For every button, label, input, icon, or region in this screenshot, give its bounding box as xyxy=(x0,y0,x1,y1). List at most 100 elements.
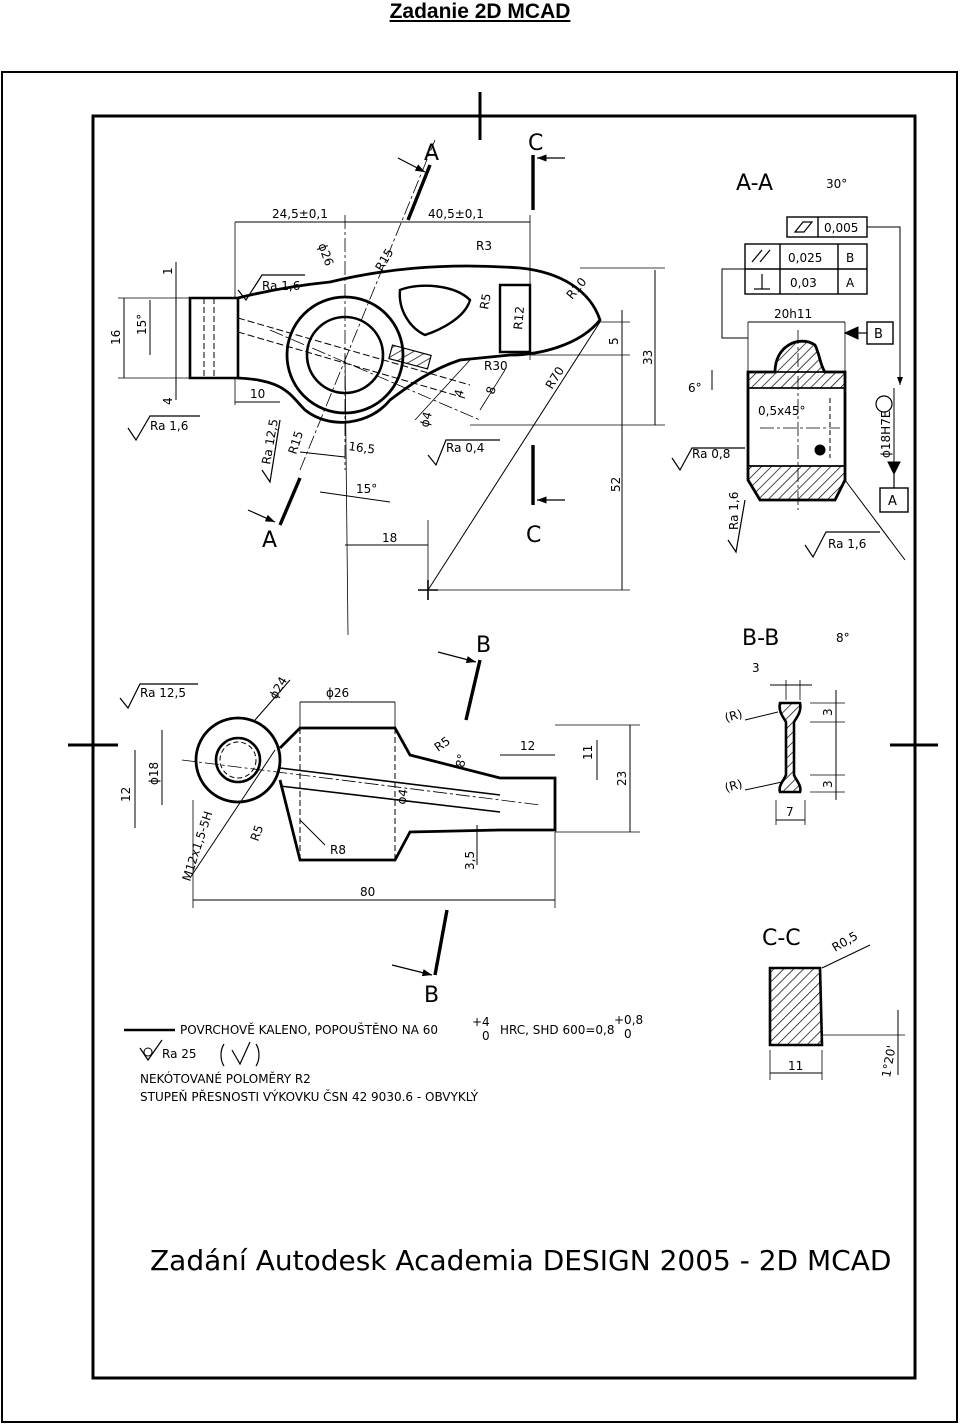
section-bb-labels: B-B 8° 3 3 3 7 (R) (R) xyxy=(723,626,849,819)
tol-perp-ref: A xyxy=(846,276,855,290)
section-aa xyxy=(671,216,909,561)
dim-bb-r1: (R) xyxy=(723,707,744,725)
dim-80: 80 xyxy=(360,885,375,899)
tol-perp: 0,03 xyxy=(790,276,817,290)
roughness-ra04: Ra 0,4 xyxy=(446,441,484,455)
note-radii: NEKÓTOVANÉ POLOMĚRY R2 xyxy=(140,1071,311,1086)
section-bb xyxy=(744,680,845,825)
bottom-view xyxy=(119,651,640,977)
footer-title: Zadání Autodesk Academia DESIGN 2005 - 2… xyxy=(150,1244,891,1277)
dim-15deg: 15° xyxy=(135,314,149,335)
dim-phi26-bottom: ϕ26 xyxy=(326,686,349,700)
note-tol2-lower: 0 xyxy=(624,1027,632,1041)
roughness-ra16-aa-a: Ra 1,6 xyxy=(727,492,741,530)
section-b-label-bottom: B xyxy=(424,983,439,1008)
dim-r30: R30 xyxy=(484,359,508,373)
dim-thread: M12x1,5-5H xyxy=(180,809,216,883)
main-view-labels: A A C C 24,5±0,1 40,5±0,1 ϕ26 R15 R3 R5 … xyxy=(109,131,655,553)
notes: POVRCHOVĚ KALENO, POPOUŠTĚNO NA 60 +4 0 … xyxy=(124,1013,643,1104)
dim-cc-angle: 1°20' xyxy=(879,1044,898,1078)
dim-23: 23 xyxy=(615,771,629,786)
dim-16: 16 xyxy=(109,330,123,345)
bottom-view-labels: B B Ra 12,5 ϕ24 ϕ26 ϕ18 12 R5 8° 12 11 2… xyxy=(119,633,629,1008)
tol-parallel: 0,025 xyxy=(788,251,822,265)
dim-15deg-b: 15° xyxy=(356,482,377,496)
dim-r5-top: R5 xyxy=(432,734,453,755)
dim-bb-3-right-b: 3 xyxy=(821,780,835,788)
dim-phi18: ϕ18 xyxy=(147,762,161,785)
dim-52: 52 xyxy=(609,477,623,492)
section-a-label-top: A xyxy=(424,141,439,166)
note-tol-lower: 0 xyxy=(482,1029,490,1043)
dim-11: 11 xyxy=(581,745,595,760)
note-tol-upper: +4 xyxy=(472,1015,490,1029)
dim-r70: R70 xyxy=(543,364,567,391)
dim-18: 18 xyxy=(382,531,397,545)
dim-r12: R12 xyxy=(511,306,527,331)
dim-phi24: ϕ24 xyxy=(266,674,290,701)
dim-8: 8 xyxy=(483,385,499,396)
section-b-label-top: B xyxy=(476,633,491,658)
dim-10: 10 xyxy=(250,387,265,401)
roughness-ra125: Ra 12,5 xyxy=(259,418,281,466)
section-c-label-bottom: C xyxy=(526,523,541,548)
section-bb-title: B-B xyxy=(742,626,779,651)
dim-5: 5 xyxy=(607,337,621,345)
chamfer: 0,5x45° xyxy=(758,404,805,418)
note-hardened: POVRCHOVĚ KALENO, POPOUŠTĚNO NA 60 xyxy=(180,1022,438,1037)
note-shd: HRC, SHD 600=0,8 xyxy=(500,1023,615,1037)
roughness-ra16-aa-b: Ra 1,6 xyxy=(828,537,866,551)
dim-1: 1 xyxy=(161,267,175,275)
dim-40-5: 40,5±0,1 xyxy=(428,207,484,221)
dim-bb-r2: (R) xyxy=(723,777,744,795)
dim-12-right: 12 xyxy=(520,739,535,753)
roughness-ra16-top: Ra 1,6 xyxy=(262,279,300,293)
note-accuracy: STUPEŇ PŘESNOSTI VÝKOVKU ČSN 42 9030.6 -… xyxy=(140,1089,479,1104)
tol-parallel-ref: B xyxy=(846,251,854,265)
dim-20h11: 20h11 xyxy=(774,307,812,321)
dim-12-left: 12 xyxy=(119,787,133,802)
dim-r3: R3 xyxy=(476,239,492,253)
dim-bb-7: 7 xyxy=(786,805,794,819)
datum-a: A xyxy=(888,494,897,509)
roughness-ra16-left: Ra 1,6 xyxy=(150,419,188,433)
dim-phi4: ϕ4 xyxy=(417,410,435,429)
dim-r15-b: R15 xyxy=(286,429,307,456)
dim-6deg: 6° xyxy=(688,381,702,395)
dim-3-5: 3,5 xyxy=(463,851,477,870)
dim-bb-3-right-a: 3 xyxy=(821,708,835,716)
outer-frame xyxy=(1,71,958,1423)
section-cc-title: C-C xyxy=(762,926,801,951)
datum-b: B xyxy=(874,327,883,342)
dim-16-5: 16,5 xyxy=(348,439,376,457)
dim-8deg: 8° xyxy=(453,753,469,769)
dim-bb-3-top: 3 xyxy=(752,661,760,675)
note-tol2-upper: +0,8 xyxy=(614,1013,643,1027)
dim-4: 4 xyxy=(161,397,175,405)
inner-frame xyxy=(91,114,917,1380)
dim-33: 33 xyxy=(641,350,655,365)
section-aa-title: A-A xyxy=(736,171,773,196)
section-bb-angle: 8° xyxy=(836,631,850,645)
dim-phi4-bottom: ϕ4 xyxy=(394,788,410,806)
roughness-ra125-bottom: Ra 12,5 xyxy=(140,686,186,700)
dim-4-channel: 4 xyxy=(451,388,467,399)
dim-cc-r05: R0,5 xyxy=(830,929,861,955)
dim-phi26: ϕ26 xyxy=(315,241,336,268)
note-ra25: Ra 25 xyxy=(162,1047,197,1061)
page-title: Zadanie 2D MCAD xyxy=(389,0,571,23)
section-a-label-bottom: A xyxy=(262,528,277,553)
dim-24-5: 24,5±0,1 xyxy=(272,207,328,221)
dim-r5-bottom: R5 xyxy=(248,823,267,843)
section-aa-labels: A-A 30° 0,005 0,025 B 0,03 A 20h11 B A 6… xyxy=(688,171,897,551)
dim-r5: R5 xyxy=(477,292,494,310)
roughness-ra08: Ra 0,8 xyxy=(692,447,730,461)
main-view xyxy=(118,139,665,636)
dim-r8: R8 xyxy=(330,843,346,857)
dim-cc-11: 11 xyxy=(788,1059,803,1073)
dim-phi18h7e: ϕ18H7E xyxy=(879,411,893,458)
section-aa-angle: 30° xyxy=(826,177,847,191)
tol-flatness: 0,005 xyxy=(824,221,858,235)
section-cc xyxy=(768,944,905,1080)
